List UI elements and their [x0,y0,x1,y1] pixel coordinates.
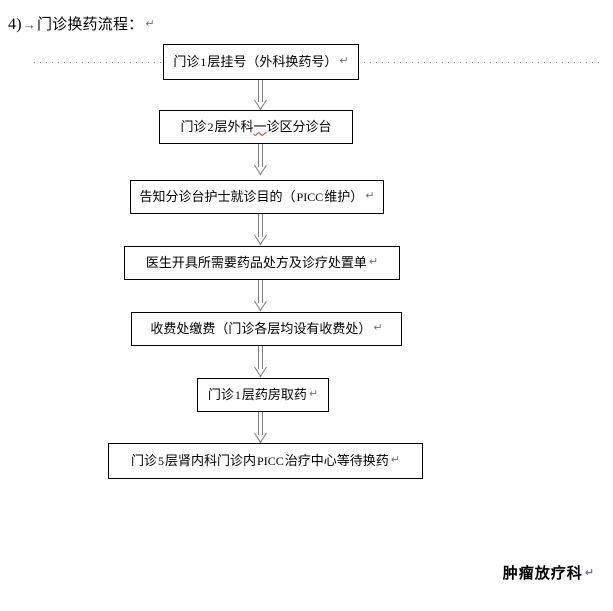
flowchart-step-2-label: 门诊2层外科一诊区分诊台 [180,119,332,135]
flowchart-step-3: 告知分诊台护士就诊目的（PICC维护）↵ [130,180,384,214]
flowchart-step-1: 门诊1层挂号（外科换药号）↵ [163,44,359,80]
section-title-text: 门诊换药流程： [36,15,144,33]
flowchart-step-5: 收费处缴费（门诊各层均设有收费处）↵ [131,312,402,346]
footer-department-text: 肿瘤放疗科 [502,564,583,582]
flowchart-step-7: 门诊5层肾内科门诊内PICC治疗中心等待换药↵ [108,443,423,479]
flowchart-step-4-label: 医生开具所需要药品处方及诊疗处置单↵ [145,255,379,271]
flowchart-step-3-label: 告知分诊台护士就诊目的（PICC维护）↵ [139,189,375,205]
pilcrow-icon: ↵ [368,255,379,268]
spellcheck-squiggle: 一 [253,119,267,135]
connector-arrow-1-2 [253,80,268,111]
flowchart-step-2: 门诊2层外科一诊区分诊台 [159,110,353,144]
section-number: 4) [8,16,22,33]
footer-department: 肿瘤放疗科↵ [503,562,595,583]
pilcrow-icon: ↵ [390,453,400,466]
section-title: 4)→门诊换药流程：↵ [8,14,155,35]
connector-arrow-6-7 [253,412,268,444]
pilcrow-icon: ↵ [373,321,383,334]
flowchart-step-1-label: 门诊1层挂号（外科换药号）↵ [173,54,349,70]
flowchart-step-4: 医生开具所需要药品处方及诊疗处置单↵ [124,246,400,280]
pilcrow-icon: ↵ [145,17,155,30]
connector-arrow-3-4 [253,214,268,246]
pilcrow-icon: ↵ [339,54,349,67]
flowchart-step-6-label: 门诊1层药房取药↵ [207,387,319,403]
flowchart-step-7-label: 门诊5层肾内科门诊内PICC治疗中心等待换药↵ [131,453,400,469]
pilcrow-icon: ↵ [584,566,595,579]
flowchart-step-6: 门诊1层药房取药↵ [197,378,329,412]
tab-mark-icon: → [22,17,36,32]
pilcrow-icon: ↵ [365,189,375,202]
connector-arrow-2-3 [253,144,268,176]
pilcrow-icon: ↵ [308,387,319,400]
connector-arrow-4-5 [253,280,268,312]
flowchart-step-5-label: 收费处缴费（门诊各层均设有收费处）↵ [150,321,383,337]
connector-arrow-5-6 [253,346,268,378]
